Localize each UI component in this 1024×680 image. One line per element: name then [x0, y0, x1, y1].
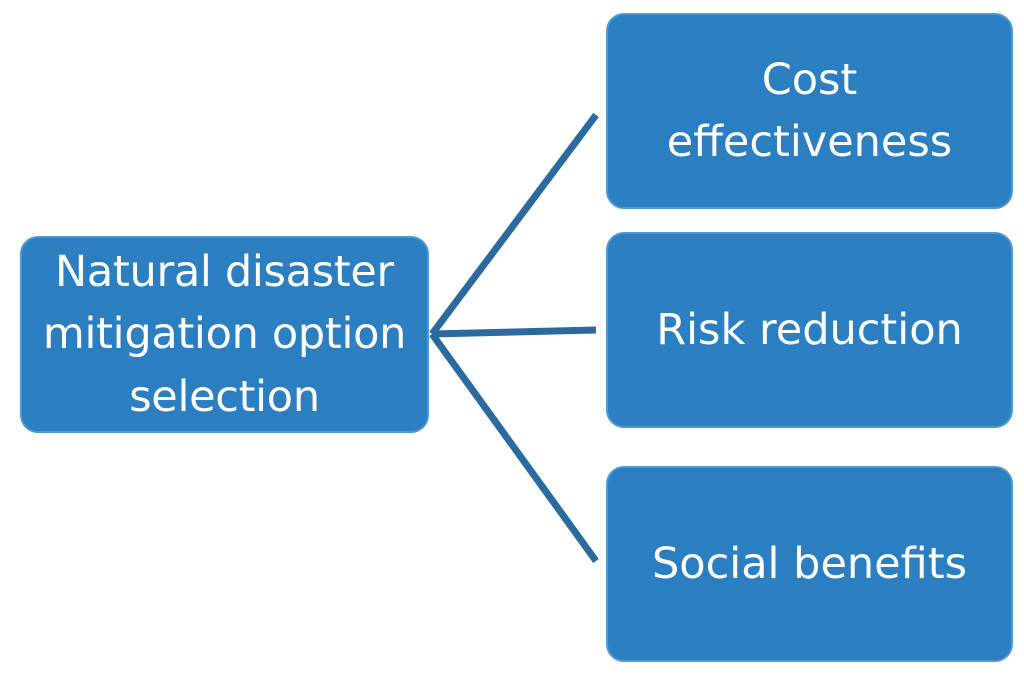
child-node-social-benefits: Social benefits — [606, 466, 1013, 662]
connector-to-cost-effectiveness — [429, 112, 599, 337]
child-node-label: Risk reduction — [656, 304, 963, 355]
child-node-cost-effectiveness: Cost effectiveness — [606, 13, 1013, 209]
child-node-risk-reduction: Risk reduction — [606, 232, 1013, 428]
child-node-label: Cost effectiveness — [666, 54, 953, 167]
root-node-label: Natural disaster mitigation option selec… — [42, 246, 407, 422]
connector-to-risk-reduction — [431, 326, 597, 338]
connector-to-social-benefits — [429, 331, 599, 564]
child-node-label: Social benefits — [652, 538, 967, 589]
root-node: Natural disaster mitigation option selec… — [20, 236, 429, 433]
